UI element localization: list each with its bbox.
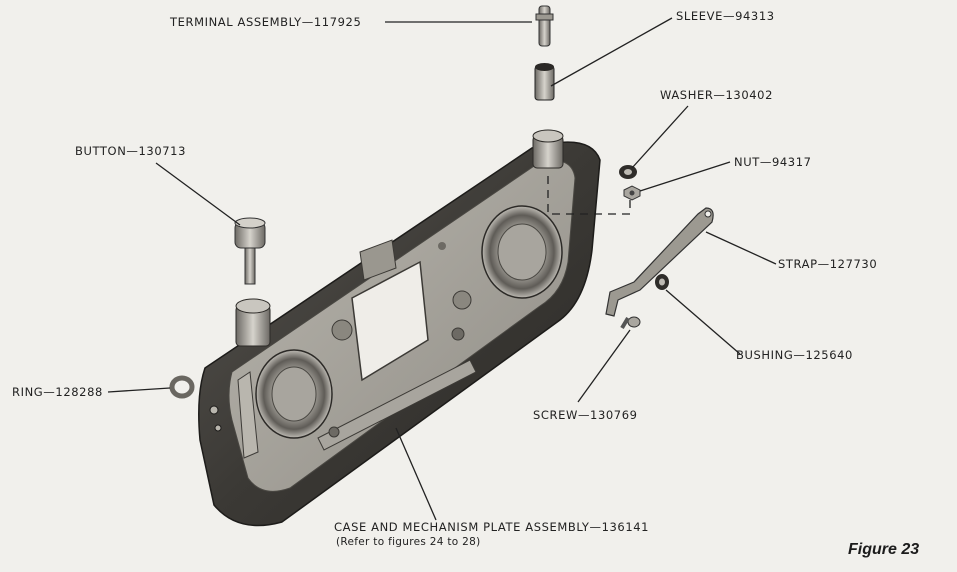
- leader-washer: [631, 105, 689, 169]
- label-screw: SCREW—130769: [533, 408, 638, 422]
- guide-rail: [317, 359, 477, 451]
- leader-sleeve: [550, 17, 673, 87]
- label-bushing: BUSHING—125640: [736, 348, 853, 362]
- sleeve-part: [534, 63, 555, 101]
- washer-part: [619, 165, 637, 179]
- strap-part: [605, 207, 714, 317]
- nut-part: [623, 185, 641, 201]
- assembly-dashed-path: [547, 176, 631, 215]
- label-sleeve: SLEEVE—94313: [676, 9, 775, 23]
- terminal-assembly-part: [535, 5, 554, 47]
- label-terminal-assembly: TERMINAL ASSEMBLY—117925: [170, 15, 362, 29]
- leader-case: [395, 427, 437, 521]
- label-case-assembly: CASE AND MECHANISM PLATE ASSEMBLY—136141: [334, 520, 650, 534]
- label-ring: RING—128288: [12, 385, 103, 399]
- screw-part: [620, 316, 641, 330]
- leader-button: [155, 162, 241, 226]
- leader-nut: [639, 161, 731, 192]
- figure-caption: Figure 23: [848, 541, 920, 558]
- label-washer: WASHER—130402: [660, 88, 774, 102]
- button-part: [234, 217, 266, 285]
- leader-bushing: [665, 289, 741, 355]
- leader-lines: [107, 17, 777, 521]
- leader-screw: [577, 329, 631, 403]
- case-assembly: [198, 129, 601, 527]
- bushing-part: [655, 274, 669, 290]
- leader-strap: [705, 231, 777, 265]
- ring-part: [169, 375, 195, 399]
- label-nut: NUT—94317: [734, 155, 812, 169]
- leader-ring: [107, 387, 171, 393]
- label-case-note: (Refer to figures 24 to 28): [336, 536, 481, 548]
- label-button: BUTTON—130713: [75, 144, 187, 158]
- film-gate: [351, 260, 429, 382]
- bracket: [359, 239, 397, 281]
- label-strap: STRAP—127730: [778, 257, 878, 271]
